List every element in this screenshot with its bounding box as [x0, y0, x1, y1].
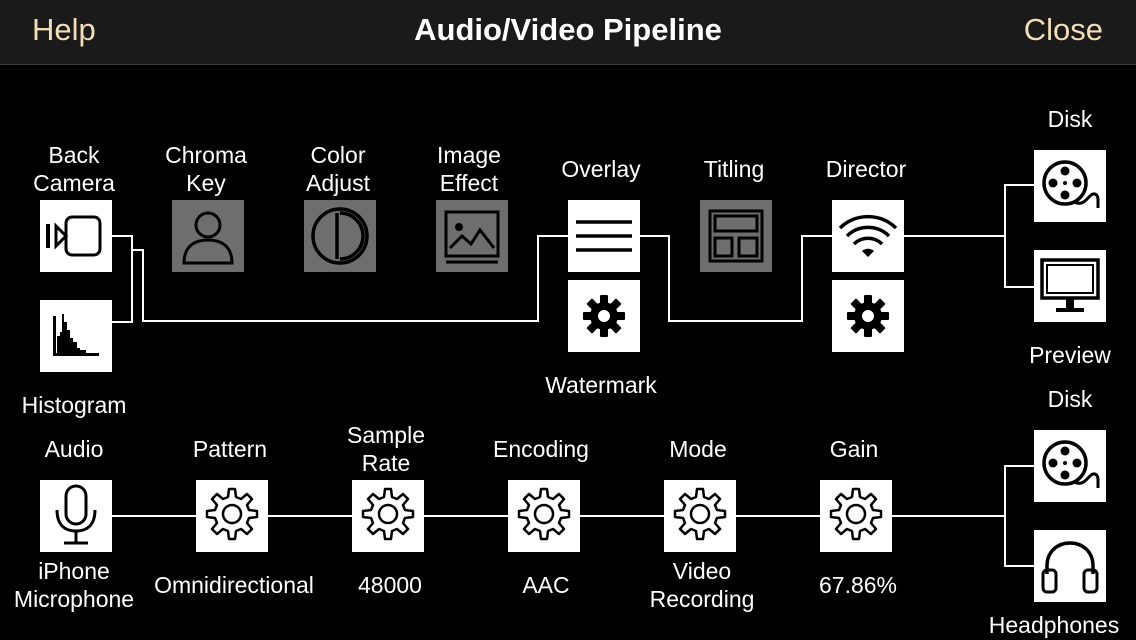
film-reel-icon: [1042, 440, 1100, 488]
wifi-icon: [838, 214, 898, 257]
preview-button[interactable]: [1034, 250, 1106, 322]
film-reel-icon: [1042, 160, 1100, 208]
sample-rate-button[interactable]: [352, 480, 424, 552]
histogram-button[interactable]: [40, 300, 112, 372]
gear-outline-icon: [673, 487, 727, 541]
gear-outline-icon: [361, 487, 415, 541]
chroma-key-button[interactable]: [172, 200, 244, 272]
gain-label: Gain: [829, 436, 879, 462]
overlay-label: Overlay: [561, 156, 641, 182]
histogram-label: Histogram: [21, 392, 127, 418]
encoding-label: Encoding: [493, 436, 589, 462]
audio-label: Audio: [44, 436, 104, 462]
color-adjust-button[interactable]: [304, 200, 376, 272]
video-output-branch: [1004, 184, 1034, 288]
encoding-button[interactable]: [508, 480, 580, 552]
overlay-button[interactable]: [568, 200, 640, 272]
director-settings-button[interactable]: [832, 280, 904, 352]
navigation-bar: Help Audio/Video Pipeline Close: [0, 0, 1136, 65]
histogram-icon: [53, 314, 99, 356]
headphones-icon: [1041, 541, 1099, 594]
titling-label: Titling: [703, 156, 765, 182]
watermark-label: Watermark: [545, 372, 657, 398]
gear-icon: [847, 295, 889, 337]
image-icon: [444, 210, 500, 264]
pattern-label: Pattern: [192, 436, 268, 462]
director-button[interactable]: [832, 200, 904, 272]
microphone-icon: [55, 484, 97, 545]
titling-button[interactable]: [700, 200, 772, 272]
page-title: Audio/Video Pipeline: [414, 12, 722, 47]
audio-source-button[interactable]: [40, 480, 112, 552]
gear-outline-icon: [517, 487, 571, 541]
sample-rate-value: 48000: [358, 572, 422, 598]
director-label: Director: [825, 156, 907, 182]
video-source-connector: [112, 235, 133, 323]
video-camera-icon: [46, 215, 102, 257]
video-disk-label: Disk: [1047, 106, 1093, 132]
person-icon: [182, 211, 234, 265]
watermark-button[interactable]: [568, 280, 640, 352]
audio-output-branch: [1004, 465, 1034, 567]
audio-disk-button[interactable]: [1034, 430, 1106, 502]
gear-outline-icon: [829, 487, 883, 541]
pattern-button[interactable]: [196, 480, 268, 552]
help-button[interactable]: Help: [32, 12, 96, 47]
headphones-button[interactable]: [1034, 530, 1106, 602]
monitor-icon: [1040, 258, 1100, 312]
pattern-value: Omnidirectional: [154, 572, 314, 598]
audio-disk-label: Disk: [1047, 386, 1093, 412]
layout-icon: [708, 209, 764, 263]
gain-button[interactable]: [820, 480, 892, 552]
headphones-label: Headphones: [988, 612, 1120, 638]
mode-button[interactable]: [664, 480, 736, 552]
video-disk-button[interactable]: [1034, 150, 1106, 222]
contrast-icon: [311, 207, 369, 265]
encoding-value: AAC: [522, 572, 570, 598]
gear-outline-icon: [205, 487, 259, 541]
close-button[interactable]: Close: [1023, 12, 1103, 47]
gain-value: 67.86%: [818, 572, 897, 598]
gear-icon: [583, 295, 625, 337]
lines-icon: [576, 220, 632, 252]
preview-label: Preview: [1029, 342, 1111, 368]
back-camera-button[interactable]: [40, 200, 112, 272]
image-effect-button[interactable]: [436, 200, 508, 272]
mode-label: Mode: [669, 436, 727, 462]
